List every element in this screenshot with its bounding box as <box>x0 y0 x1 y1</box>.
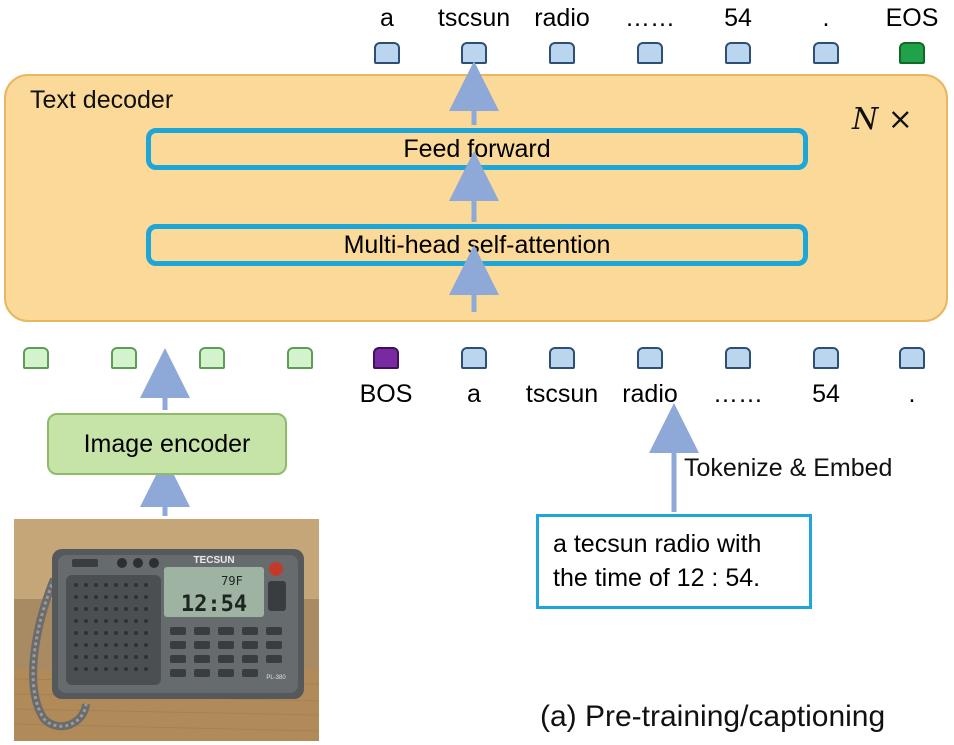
photo-brand: TECSUN <box>193 555 234 566</box>
tokenize-label: Tokenize & Embed <box>684 454 893 482</box>
input-token-box <box>813 347 839 369</box>
input-token-box <box>549 347 575 369</box>
bos-token-box <box>373 347 399 369</box>
input-token-box <box>725 347 751 369</box>
output-token-box <box>374 42 400 64</box>
image-token-box <box>287 347 313 369</box>
caption-text-box: a tecsun radio with the time of 12 : 54. <box>536 514 812 609</box>
input-token-label: 54 <box>812 380 840 408</box>
caption-line-2: the time of 12 : 54. <box>553 564 761 592</box>
input-token-label: radio <box>622 380 678 408</box>
repeat-label: N × <box>852 102 913 137</box>
photo-model: PL-380 <box>266 675 286 681</box>
input-token-label: BOS <box>359 380 413 408</box>
eos-token-box <box>899 42 925 64</box>
input-token-box <box>637 347 663 369</box>
radio-photo: TECSUN 79F 12:54 PL-380 <box>14 519 319 741</box>
photo-temp: 79F <box>221 574 243 588</box>
output-token-box <box>549 42 575 64</box>
output-token-label: . <box>822 4 830 32</box>
output-token-label: 54 <box>724 4 752 32</box>
output-token-label: a <box>380 4 394 32</box>
image-token-box <box>199 347 225 369</box>
input-token-label: a <box>467 380 481 408</box>
output-token-label: …… <box>625 4 675 32</box>
input-token-box <box>899 347 925 369</box>
caption-line-1: a tecsun radio with <box>553 530 762 558</box>
output-token-box <box>813 42 839 64</box>
output-token-box <box>637 42 663 64</box>
output-token-label: radio <box>534 4 590 32</box>
input-token-label: . <box>908 380 916 408</box>
input-token-box <box>461 347 487 369</box>
image-token-box <box>23 347 49 369</box>
input-token-label: tscsun <box>525 380 599 408</box>
decoder-title: Text decoder <box>30 86 174 114</box>
photo-time: 12:54 <box>181 592 247 617</box>
image-encoder-box: Image encoder <box>47 413 287 475</box>
output-token-label: tscsun <box>437 4 511 32</box>
figure-caption: (a) Pre-training/captioning <box>540 700 886 733</box>
image-token-box <box>111 347 137 369</box>
output-token-label: EOS <box>885 4 939 32</box>
output-token-box <box>725 42 751 64</box>
input-token-label: …… <box>713 380 763 408</box>
